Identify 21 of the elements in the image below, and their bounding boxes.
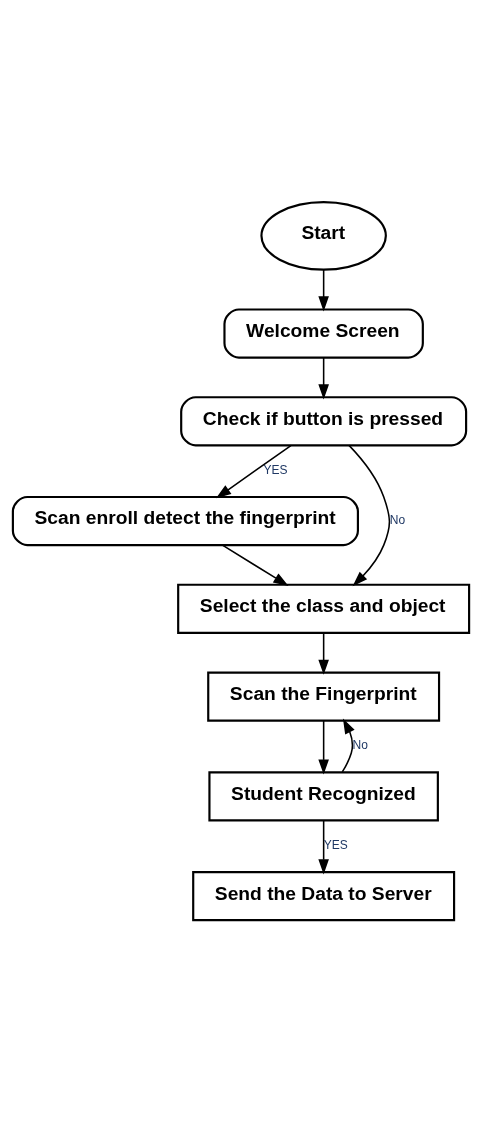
node-ellipse: Start: [260, 201, 387, 271]
node-box: Student Recognized: [208, 771, 439, 822]
node-box: Select the class and object: [177, 583, 471, 634]
node-box: Scan enroll detect the fingerprint: [11, 495, 359, 547]
node-box: Scan the Fingerprint: [207, 671, 441, 722]
arrow: [216, 444, 292, 499]
node-box: Welcome Screen: [223, 308, 424, 359]
node-box: Send the Data to Server: [192, 871, 456, 922]
edge-label: No: [389, 513, 406, 528]
arrow: [348, 444, 391, 587]
edge-label: No: [352, 738, 368, 753]
edge-label: YES: [263, 463, 288, 478]
arrow: [318, 819, 329, 875]
node-box: Check if button is pressed: [180, 396, 468, 447]
arrow: [318, 356, 329, 400]
arrow: [341, 718, 355, 773]
arrow: [318, 632, 329, 675]
arrow: [318, 720, 329, 775]
arrow: [221, 544, 289, 586]
edge-label: YES: [323, 838, 348, 853]
arrow: [318, 269, 329, 312]
